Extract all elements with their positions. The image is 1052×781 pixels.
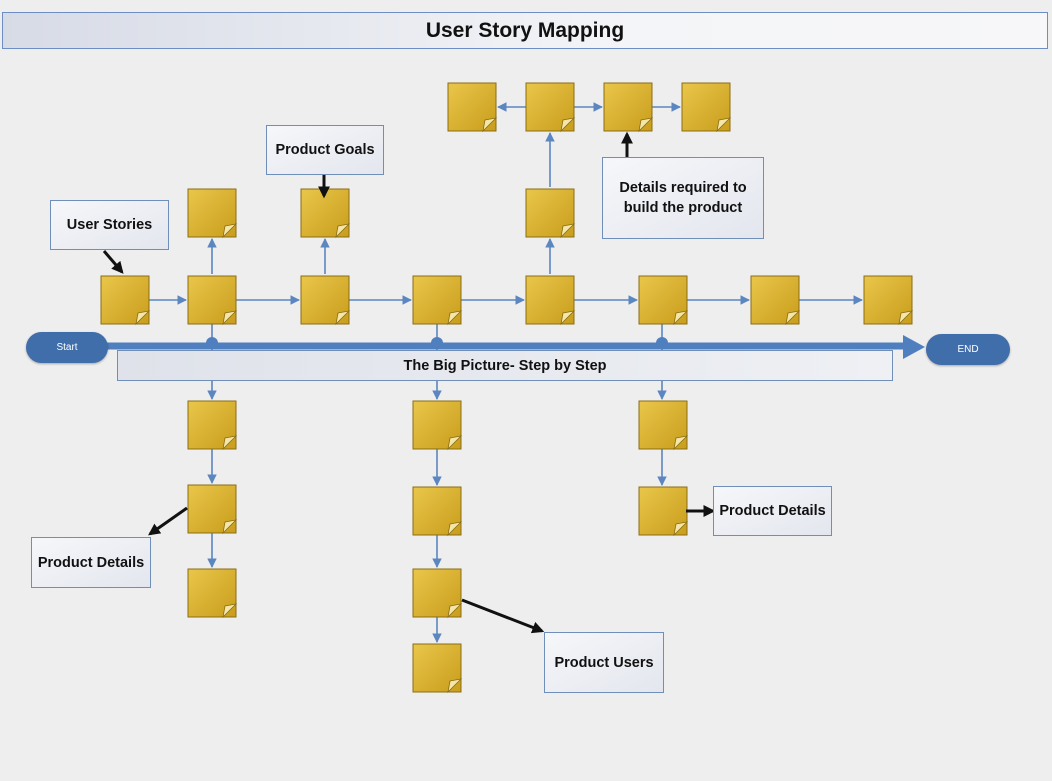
connector-lines bbox=[149, 102, 863, 643]
backbone-node bbox=[431, 337, 443, 349]
sticky-note bbox=[638, 400, 689, 451]
callout-user-stories: User Stories bbox=[50, 200, 169, 250]
sticky-note bbox=[681, 82, 732, 133]
callout-product-goals-text: Product Goals bbox=[275, 142, 375, 158]
sticky-note bbox=[525, 188, 576, 239]
sticky-note bbox=[412, 643, 463, 694]
sticky-note bbox=[412, 275, 463, 326]
callout-product-details-right: Product Details bbox=[713, 486, 832, 536]
sticky-note bbox=[300, 275, 351, 326]
sticky-note bbox=[412, 486, 463, 537]
sticky-note bbox=[100, 275, 151, 326]
pointer-arrows bbox=[102, 131, 716, 634]
backbone-arrow bbox=[106, 335, 925, 359]
callout-details-required-text: Details required to build the product bbox=[619, 180, 747, 216]
sticky-note bbox=[603, 82, 654, 133]
callout-product-users: Product Users bbox=[544, 632, 664, 693]
end-terminator: END bbox=[926, 334, 1010, 365]
pointer-arrow bbox=[461, 598, 545, 634]
callout-product-details-right-text: Product Details bbox=[719, 503, 826, 519]
end-label: END bbox=[957, 344, 979, 355]
sticky-note bbox=[525, 275, 576, 326]
sticky-note bbox=[300, 188, 351, 239]
diagram-title: User Story Mapping bbox=[425, 18, 625, 42]
sticky-note bbox=[447, 82, 498, 133]
sticky-note bbox=[187, 275, 238, 326]
sticky-note bbox=[412, 400, 463, 451]
big-picture-banner: The Big Picture- Step by Step bbox=[117, 350, 893, 381]
sticky-note bbox=[187, 400, 238, 451]
sticky-note bbox=[750, 275, 801, 326]
pointer-arrow bbox=[102, 250, 124, 274]
diagram-title-bar: User Story Mapping bbox=[2, 12, 1048, 49]
sticky-note bbox=[863, 275, 914, 326]
start-label: Start bbox=[56, 342, 78, 353]
sticky-note bbox=[638, 275, 689, 326]
start-terminator: Start bbox=[26, 332, 108, 363]
callout-product-goals: Product Goals bbox=[266, 125, 384, 175]
sticky-note bbox=[187, 484, 238, 535]
callout-product-details-left-text: Product Details bbox=[37, 554, 145, 571]
sticky-note bbox=[412, 568, 463, 619]
backbone-node bbox=[206, 337, 218, 349]
backbone-node bbox=[656, 337, 668, 349]
sticky-note bbox=[638, 486, 689, 537]
sticky-note bbox=[187, 188, 238, 239]
callout-user-stories-text: User Stories bbox=[66, 217, 153, 233]
callout-product-users-text: Product Users bbox=[554, 654, 654, 671]
callout-product-details-left: Product Details bbox=[31, 537, 151, 588]
sticky-note bbox=[525, 82, 576, 133]
callout-details-required: Details required to build the product bbox=[602, 157, 764, 239]
big-picture-label: The Big Picture- Step by Step bbox=[403, 357, 607, 374]
pointer-arrow bbox=[148, 506, 188, 536]
sticky-notes bbox=[100, 82, 914, 694]
sticky-note bbox=[187, 568, 238, 619]
